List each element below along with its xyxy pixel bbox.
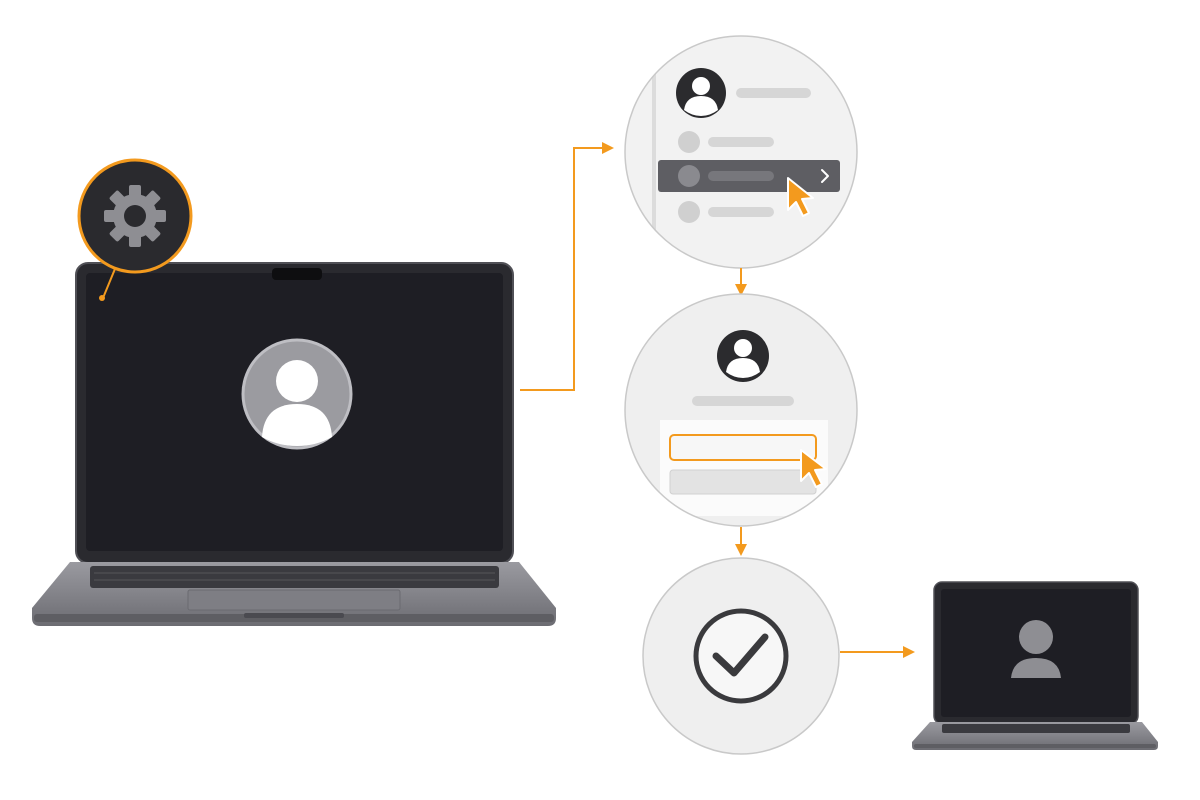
step1-list-avatar-2 [678, 165, 700, 187]
main-laptop-hinge-notch [244, 613, 344, 618]
main-laptop-trackpad [187, 589, 401, 611]
flow-connector-2 [735, 268, 747, 296]
step1-user-select [624, 35, 858, 269]
result-laptop-keyboard [942, 724, 1130, 733]
mouse-pointer-icon [800, 449, 827, 488]
main-laptop [32, 262, 556, 626]
main-laptop-notch [272, 268, 322, 280]
step2-password-field[interactable] [669, 434, 817, 461]
chevron-right-icon [821, 169, 829, 183]
arrowhead-1 [602, 142, 614, 154]
step1-list-bar-2 [708, 171, 774, 181]
step2-submit-field[interactable] [669, 469, 817, 495]
main-laptop-keys [94, 572, 495, 581]
step2-name-bar [692, 396, 794, 406]
user-avatar-icon [1011, 620, 1061, 678]
result-laptop [912, 581, 1158, 750]
arrowhead-4 [903, 646, 915, 658]
settings-callout [77, 158, 193, 301]
user-avatar-icon [676, 68, 726, 118]
step1-sidebar-edge [652, 40, 656, 268]
step1-list-bar-3 [708, 207, 774, 217]
arrowhead-2 [735, 284, 747, 296]
step3-confirm [642, 557, 840, 755]
flow-connector-4 [840, 646, 915, 658]
step1-list-bar-1 [708, 137, 774, 147]
gear-icon [104, 185, 166, 247]
step1-list-avatar-3 [678, 201, 700, 223]
step1-name-bar [736, 88, 811, 98]
main-login-avatar-icon [262, 360, 332, 446]
flow-connector-3 [735, 527, 747, 556]
arrowhead-3 [735, 544, 747, 556]
user-avatar-icon [717, 330, 769, 382]
flow-connector-1 [520, 142, 614, 391]
mouse-pointer-icon [787, 177, 814, 217]
step2-password-entry [624, 293, 858, 527]
step1-list-avatar-1 [678, 131, 700, 153]
main-laptop-keyboard [90, 566, 499, 588]
settings-callout-dot [99, 295, 105, 301]
checkmark-circle-icon [693, 608, 789, 704]
result-laptop-lip [914, 744, 1156, 748]
